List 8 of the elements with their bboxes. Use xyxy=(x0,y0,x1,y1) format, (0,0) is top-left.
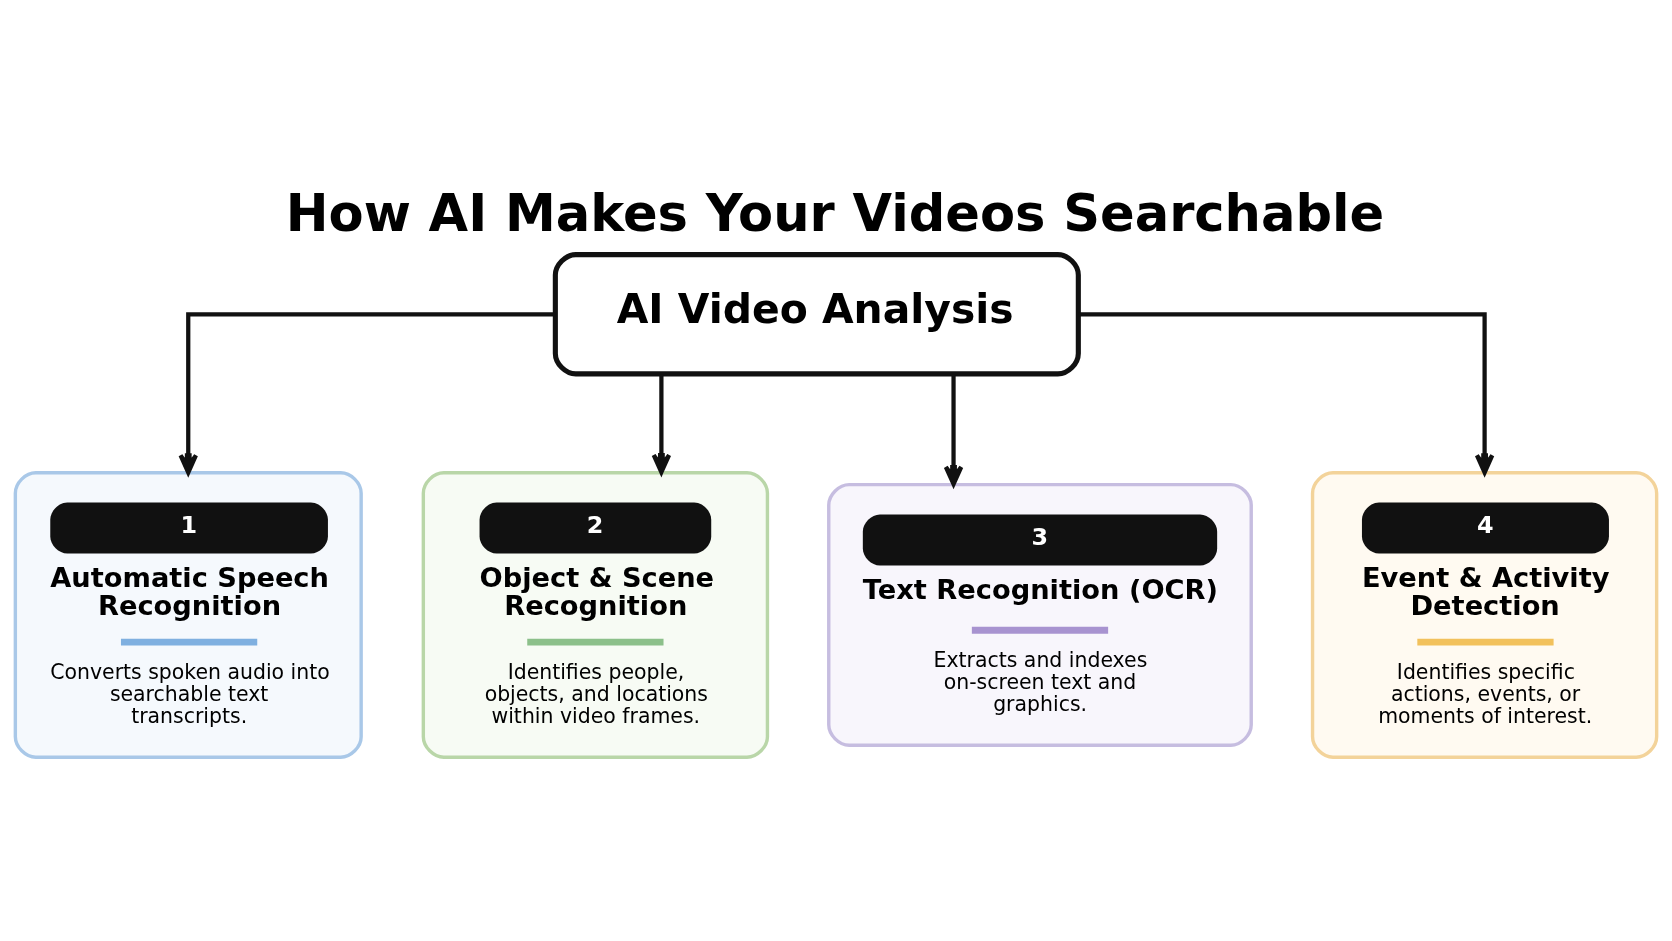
node-box: 4 Event & Activity Detection Identifies specific actions, events, or moments of interest. xyxy=(1310,470,1659,759)
diagram-title: How AI Makes Your Videos Searchable xyxy=(285,183,1385,243)
arrow xyxy=(178,311,556,475)
node-box: 1 Automatic Speech Recognition Converts spoken audio into searchable text transcripts. xyxy=(13,470,363,759)
node-box: AI Video Analysis xyxy=(552,251,1081,376)
node-box: 3 Text Recognition (OCR) Extracts and indexes on-screen text and graphics. xyxy=(827,482,1253,747)
node-box: 2 Object & Scene Recognition Identifies people, objects, and locations within video frames. xyxy=(421,470,770,759)
arrow xyxy=(1078,311,1495,475)
